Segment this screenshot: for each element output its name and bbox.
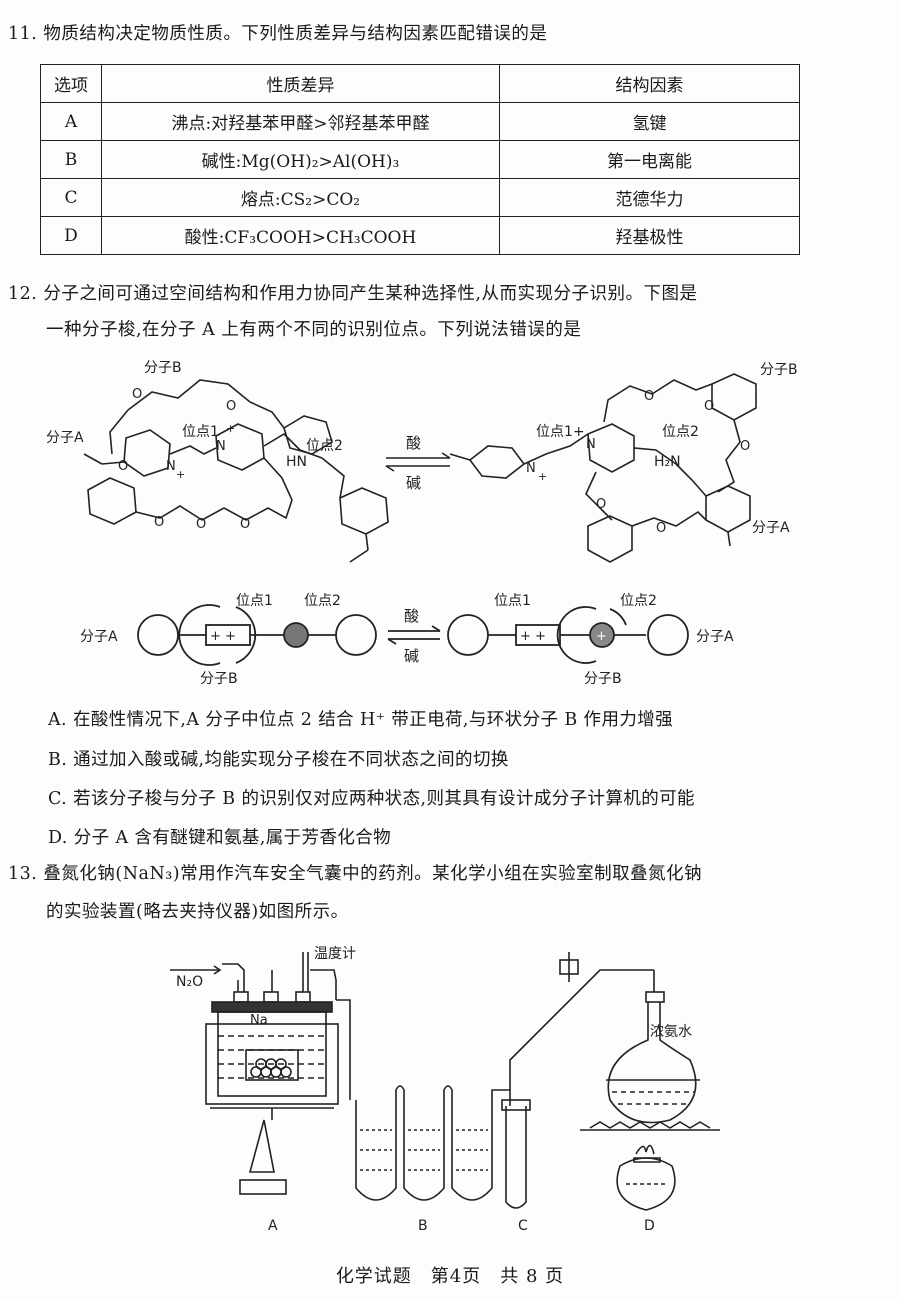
q13-stem-line1: 13. 叠氮化钠(NaN₃)常用作汽车安全气囊中的药剂。某化学小组在实验室制取叠… (8, 864, 703, 884)
label-n-plus: N (216, 439, 226, 454)
table-header-cell: 性质差异 (101, 64, 500, 103)
molecular-shuttle-structure-diagram: 分子B 分子A 位点1 位点2 HN O O O O O O N + N + 酸… (46, 360, 798, 563)
table-cell: 沸点:对羟基苯甲醛>邻羟基苯甲醛 (101, 102, 500, 141)
label-mol-b: 分子B (760, 362, 798, 378)
q12-stem-line1: 12. 分子之间可通过空间结构和作用力协同产生某种选择性,从而实现分子识别。下图… (8, 284, 698, 304)
q13-stem-line2: 的实验装置(略去夹持仪器)如图所示。 (46, 902, 349, 922)
q12-option-c: C. 若该分子梭与分子 B 的识别仅对应两种状态,则其具有设计成分子计算机的可能 (48, 789, 695, 809)
label-site2: 位点2 (662, 424, 699, 440)
table-row: B 碱性:Mg(OH)₂>Al(OH)₃ 第一电离能 (40, 140, 800, 179)
label-n2o: N₂O (176, 974, 203, 990)
label-mol-a: 分子A (80, 629, 118, 645)
label-mol-a: 分子A (752, 520, 790, 536)
label-mol-b: 分子B (144, 360, 182, 376)
table-cell: D (40, 216, 102, 255)
apparatus-c-test-tube: C (491, 952, 654, 1234)
label-site2: 位点2 (620, 593, 657, 609)
label-base: 碱 (406, 474, 421, 492)
label-site1: 位点1 (236, 593, 273, 609)
label-d: D (644, 1218, 655, 1234)
table-row: C 熔点:CS₂>CO₂ 范德华力 (40, 178, 800, 217)
table-header-row: 选项 性质差异 结构因素 (40, 64, 800, 103)
label-mol-b: 分子B (200, 671, 238, 687)
label-o: O (704, 399, 714, 414)
q12-stem-line2: 一种分子梭,在分子 A 上有两个不同的识别位点。下列说法错误的是 (46, 320, 582, 340)
label-o: O (196, 517, 206, 532)
q11-table: 选项 性质差异 结构因素 A 沸点:对羟基苯甲醛>邻羟基苯甲醛 氢键 B 碱性:… (40, 64, 800, 255)
table-cell: B (40, 140, 102, 179)
apparatus-b-u-tubes: B (336, 999, 493, 1234)
table-cell: 范德华力 (499, 178, 800, 217)
label-o: O (644, 389, 654, 404)
schematic-left-state: 分子A + + 位点1 位点2 分子B (80, 593, 377, 687)
apparatus-a-reactor: N₂O 温度计 Na A (170, 946, 356, 1234)
label-plusplus: + + (210, 629, 236, 644)
q12-option-d: D. 分子 A 含有醚键和氨基,属于芳香化合物 (48, 828, 392, 848)
label-o: O (656, 521, 666, 536)
label-site2: 位点2 (304, 593, 341, 609)
label-n-plus: N (166, 459, 176, 474)
label-o: O (118, 459, 128, 474)
label-base: 碱 (404, 647, 419, 665)
table-cell: 熔点:CS₂>CO₂ (101, 178, 500, 217)
q12-option-a: A. 在酸性情况下,A 分子中位点 2 结合 H⁺ 带正电荷,与环状分子 B 作… (48, 710, 674, 730)
label-acid: 酸 (404, 607, 419, 625)
label-na: Na (250, 1013, 268, 1028)
apparatus-diagram: N₂O 温度计 Na A (170, 946, 720, 1234)
table-cell: C (40, 178, 102, 217)
apparatus-d-flask: 浓氨水 D (580, 970, 720, 1234)
label-plus: + (538, 470, 547, 483)
schematic-right-state: + + + 分子A 位点1 位点2 分子B (447, 593, 734, 687)
table-cell: 氢键 (499, 102, 800, 141)
label-o: O (226, 399, 236, 414)
label-site2: 位点2 (306, 438, 343, 454)
table-row: D 酸性:CF₃COOH>CH₃COOH 羟基极性 (40, 216, 800, 255)
label-site1: 位点1 (494, 593, 531, 609)
label-site1-plus: 位点1+ (536, 424, 585, 440)
table-cell: 酸性:CF₃COOH>CH₃COOH (101, 216, 500, 255)
table-row: A 沸点:对羟基苯甲醛>邻羟基苯甲醛 氢键 (40, 102, 800, 141)
label-o: O (132, 387, 142, 402)
q12-option-b: B. 通过加入酸或碱,均能实现分子梭在不同状态之间的切换 (48, 750, 509, 770)
left-structure: 分子B 分子A 位点1 位点2 HN O O O O O O N + N + (46, 360, 389, 563)
label-hn: HN (286, 454, 307, 470)
label-h2n: H₂N (654, 454, 681, 470)
molecular-shuttle-schematic: 分子A + + 位点1 位点2 分子B 酸 碱 + + + 分子A 位点1 位点… (80, 593, 734, 687)
label-mol-a: 分子A (696, 629, 734, 645)
schematic-equilibrium-arrows: 酸 碱 (387, 607, 441, 665)
label-n-plus: N (586, 437, 596, 452)
table-header-cell: 选项 (40, 64, 102, 103)
label-thermometer: 温度计 (314, 946, 356, 962)
label-acid: 酸 (406, 434, 421, 452)
label-plus: + (176, 468, 185, 481)
label-n-plus: N (526, 461, 536, 476)
equilibrium-arrows: 酸 碱 (385, 434, 451, 492)
label-plus: + (596, 629, 607, 644)
label-o: O (740, 439, 750, 454)
label-mol-b: 分子B (584, 671, 622, 687)
label-plus: + (226, 422, 235, 435)
label-site1: 位点1 (182, 424, 219, 440)
q11-stem: 11. 物质结构决定物质性质。下列性质差异与结构因素匹配错误的是 (8, 24, 548, 44)
table-cell: 第一电离能 (499, 140, 800, 179)
label-b: B (418, 1218, 428, 1234)
label-o: O (154, 515, 164, 530)
label-o: O (596, 497, 606, 512)
table-header-cell: 结构因素 (499, 64, 800, 103)
table-cell: A (40, 102, 102, 141)
label-plusplus: + + (520, 629, 546, 644)
right-structure: 分子B 分子A 位点1+ 位点2 H₂N N + N O O O O O (449, 362, 798, 563)
label-ammonia: 浓氨水 (650, 1024, 692, 1040)
label-a: A (268, 1218, 278, 1234)
page-footer: 化学试题 第4页 共 8 页 (335, 1266, 565, 1287)
label-c: C (518, 1218, 528, 1234)
table-cell: 碱性:Mg(OH)₂>Al(OH)₃ (101, 140, 500, 179)
label-mol-a: 分子A (46, 430, 84, 446)
table-cell: 羟基极性 (499, 216, 800, 255)
label-o: O (240, 517, 250, 532)
